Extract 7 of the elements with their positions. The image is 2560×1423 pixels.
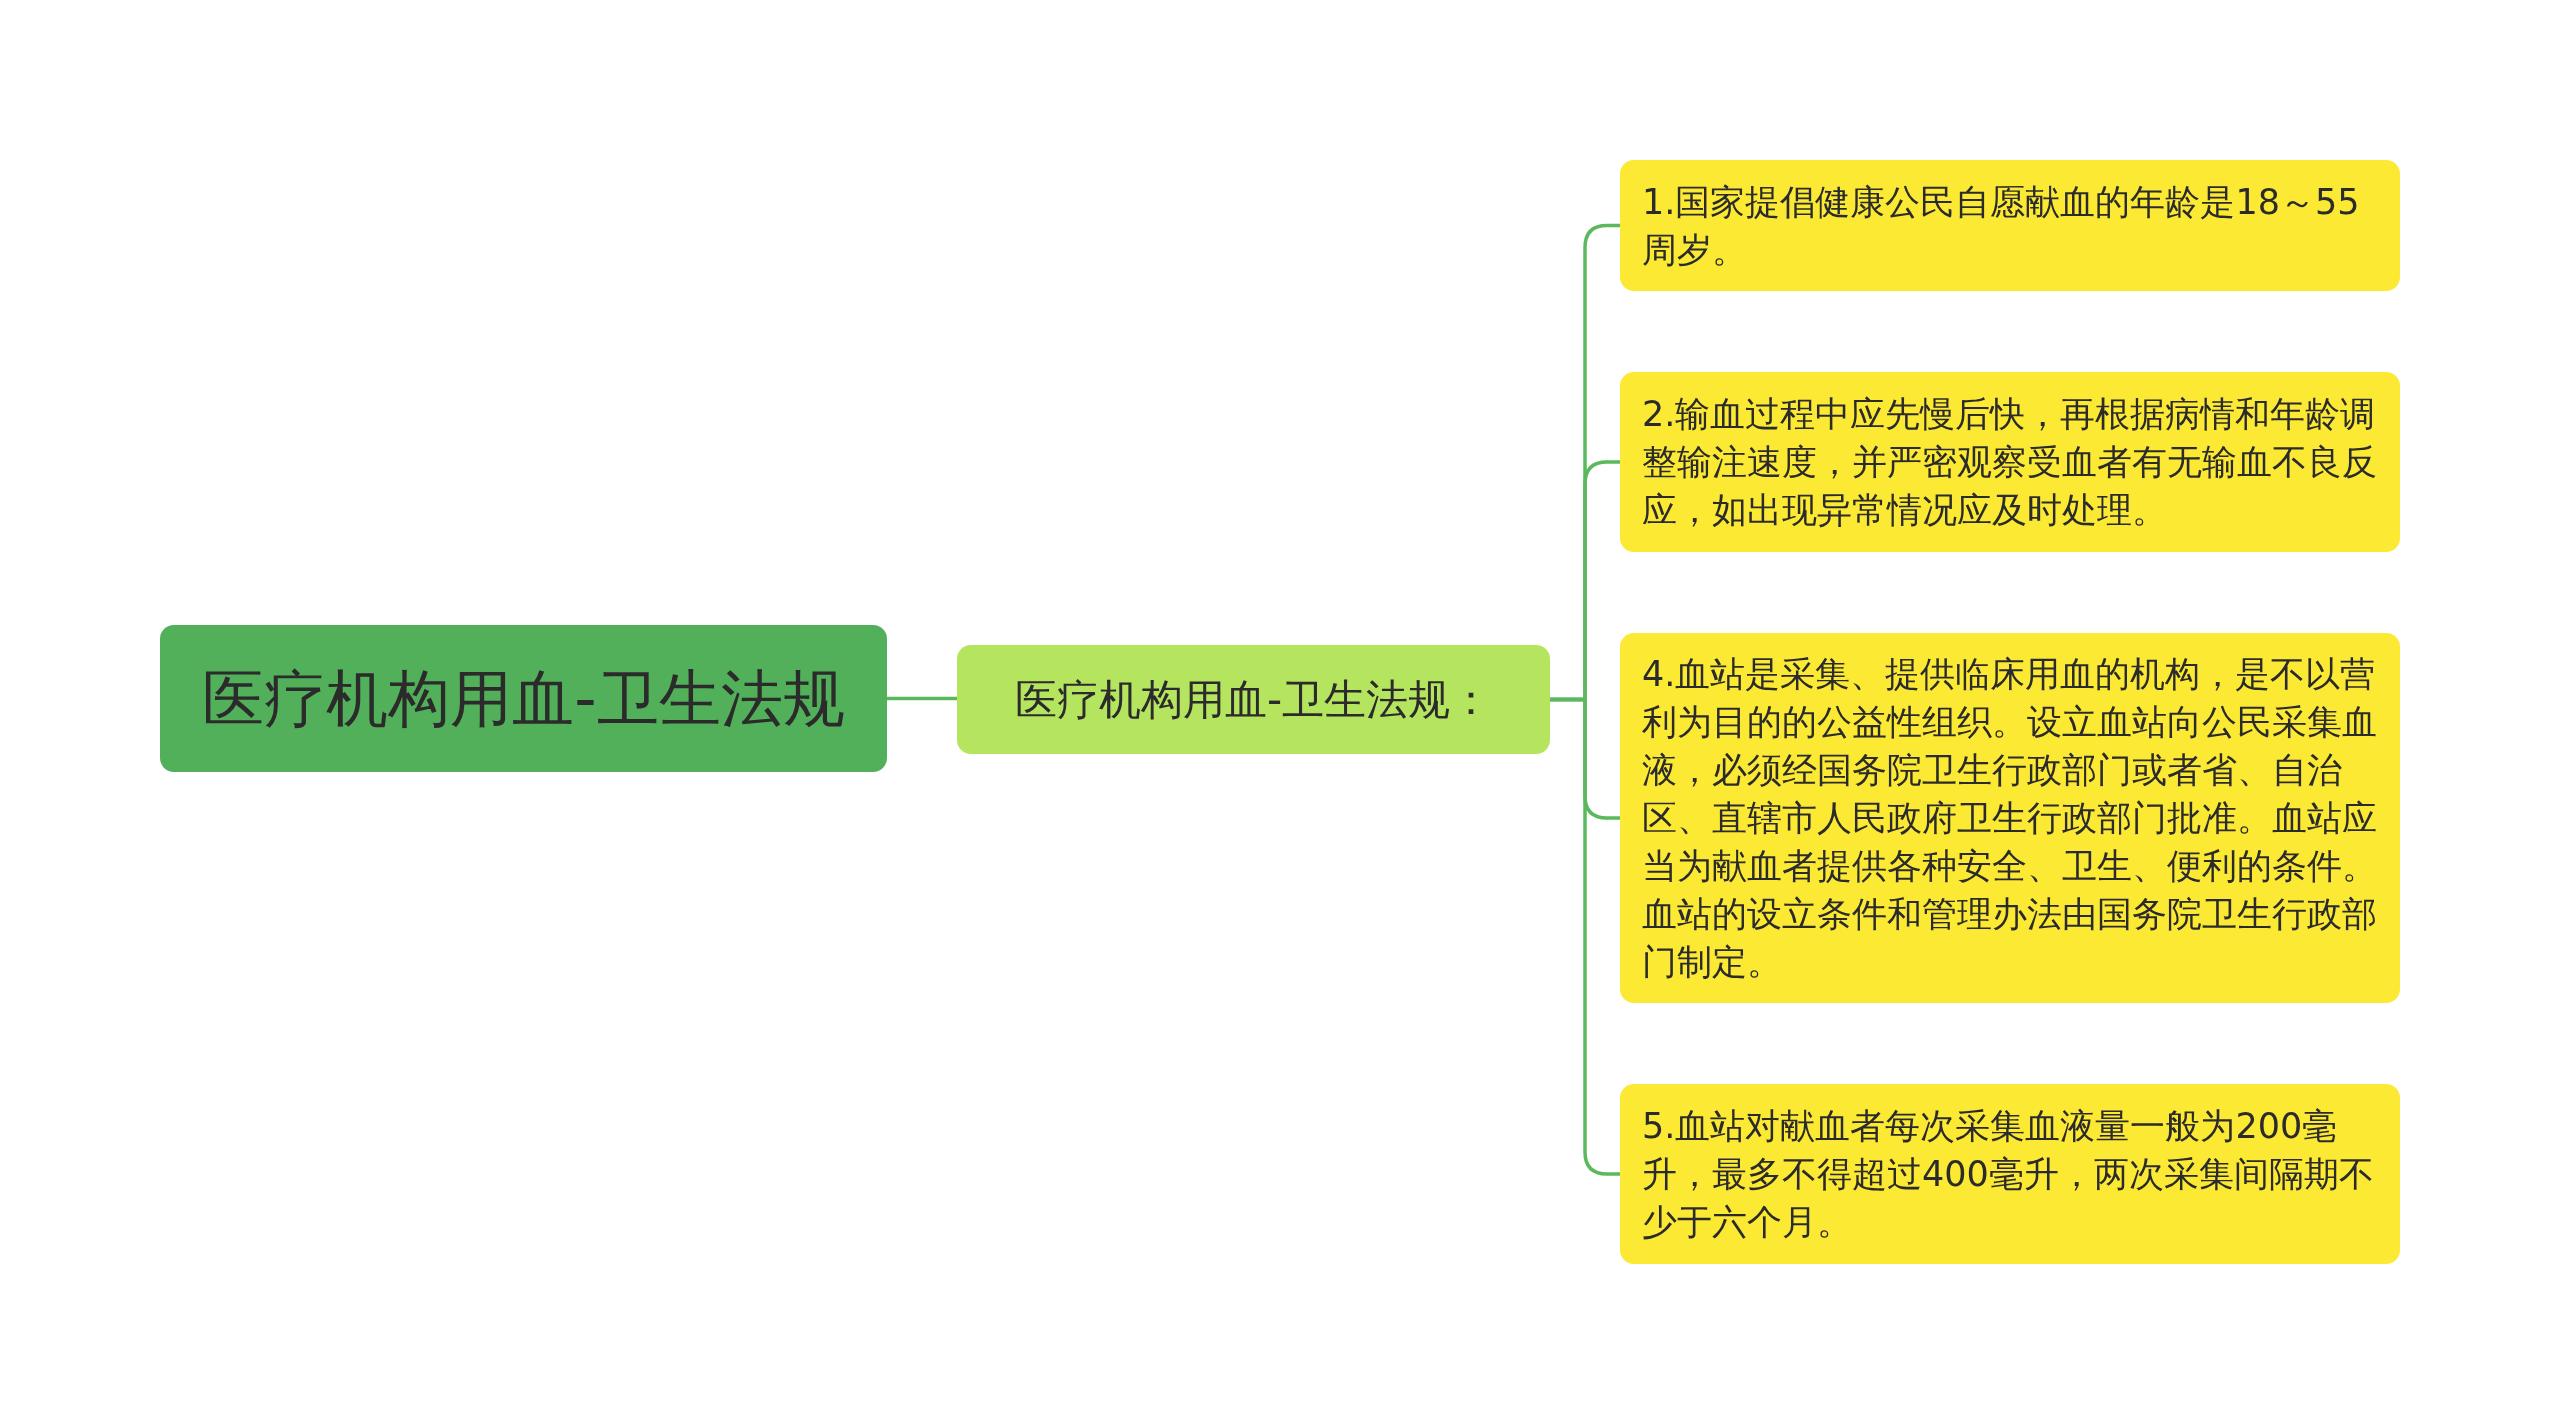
connector-line: [887, 696, 957, 701]
leaf-box: 2.输血过程中应先慢后快，再根据病情和年龄调整输注速度，并严密观察受血者有无输血不良反应，如出现异常情况应及时处理。: [1620, 372, 2400, 552]
leaf-box: 1.国家提倡健康公民自愿献血的年龄是18～55周岁。: [1620, 160, 2400, 291]
leaf-box: 5.血站对献血者每次采集血液量一般为200毫升，最多不得超过400毫升，两次采集间隔期不少于六个月。: [1620, 1084, 2400, 1264]
leaf-box: 4.血站是采集、提供临床用血的机构，是不以营利为目的的公益性组织。设立血站向公民采集血液，必须经国务院卫生行政部门或者省、自治区、直辖市人民政府卫生行政部门批准。血站应当为献血者提供各种安全、卫生、便利的条件。血站的设立条件和管理办法由国务院卫生行政部门制定。: [1620, 633, 2400, 1003]
subtopic-box: 医疗机构用血-卫生法规：: [957, 645, 1550, 754]
root-topic-box: 医疗机构用血-卫生法规: [160, 625, 887, 772]
